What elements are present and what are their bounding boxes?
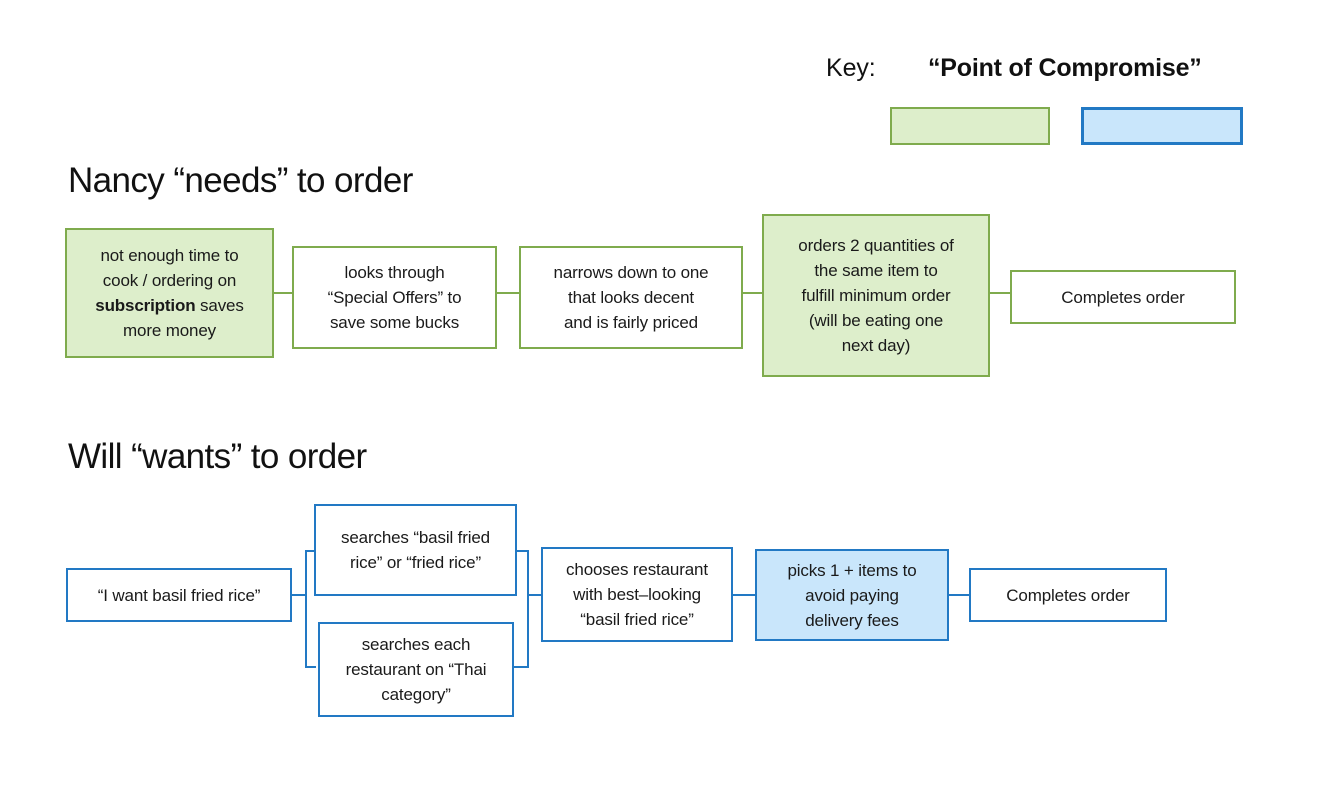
connector-merge-top xyxy=(516,550,528,552)
node-will-3-label: chooses restaurant with best–looking “ba… xyxy=(566,560,708,629)
node-will-5[interactable]: Completes order xyxy=(969,568,1167,622)
connector-merge-spine xyxy=(527,550,529,668)
connector-merge-bottom xyxy=(514,666,528,668)
node-nancy-1[interactable]: not enough time to cook / ordering on su… xyxy=(65,228,274,358)
connector-n3-n4 xyxy=(742,292,762,294)
node-will-1-label: “I want basil fried rice” xyxy=(97,585,261,605)
key-swatch-green xyxy=(890,107,1050,145)
node-will-2b[interactable]: searches each restaurant on “Thai catego… xyxy=(318,622,514,717)
connector-n2-n3 xyxy=(496,292,520,294)
key-title: “Point of Compromise” xyxy=(928,54,1202,82)
node-nancy-5-label: Completes order xyxy=(1061,287,1185,307)
node-will-2a[interactable]: searches “basil fried rice” or “fried ri… xyxy=(314,504,517,596)
connector-split-top xyxy=(305,550,316,552)
node-will-4[interactable]: picks 1 + items to avoid paying delivery… xyxy=(755,549,949,641)
node-will-4-label: picks 1 + items to avoid paying delivery… xyxy=(787,560,917,630)
node-nancy-4-label: orders 2 quantities of the same item to … xyxy=(798,236,954,355)
connector-n1-n2 xyxy=(273,292,294,294)
section-title-nancy: Nancy “needs” to order xyxy=(68,161,413,200)
connector-w4-w5 xyxy=(949,594,969,596)
node-nancy-3[interactable]: narrows down to one that looks decent an… xyxy=(519,246,743,349)
node-will-3[interactable]: chooses restaurant with best–looking “ba… xyxy=(541,547,733,642)
node-nancy-3-label: narrows down to one that looks decent an… xyxy=(553,263,709,332)
node-will-1[interactable]: “I want basil fried rice” xyxy=(66,568,292,622)
node-will-2a-label: searches “basil fried rice” or “fried ri… xyxy=(341,528,490,572)
key-swatch-blue xyxy=(1081,107,1243,145)
key-label: Key: xyxy=(826,54,876,82)
node-will-5-label: Completes order xyxy=(1006,585,1130,605)
connector-split-bottom xyxy=(305,666,316,668)
node-nancy-5[interactable]: Completes order xyxy=(1010,270,1236,324)
connector-w1-stub xyxy=(292,594,306,596)
connector-merge-w3 xyxy=(527,594,542,596)
connector-split-spine xyxy=(305,550,307,668)
node-nancy-2-label: looks through “Special Offers” to save s… xyxy=(327,263,462,332)
node-nancy-4[interactable]: orders 2 quantities of the same item to … xyxy=(762,214,990,377)
connector-w3-w4 xyxy=(733,594,755,596)
connector-n4-n5 xyxy=(989,292,1011,294)
node-nancy-1-label: not enough time to cook / ordering on su… xyxy=(95,246,244,340)
node-will-2b-label: searches each restaurant on “Thai catego… xyxy=(345,635,487,704)
node-nancy-2[interactable]: looks through “Special Offers” to save s… xyxy=(292,246,497,349)
section-title-will: Will “wants” to order xyxy=(68,437,367,476)
